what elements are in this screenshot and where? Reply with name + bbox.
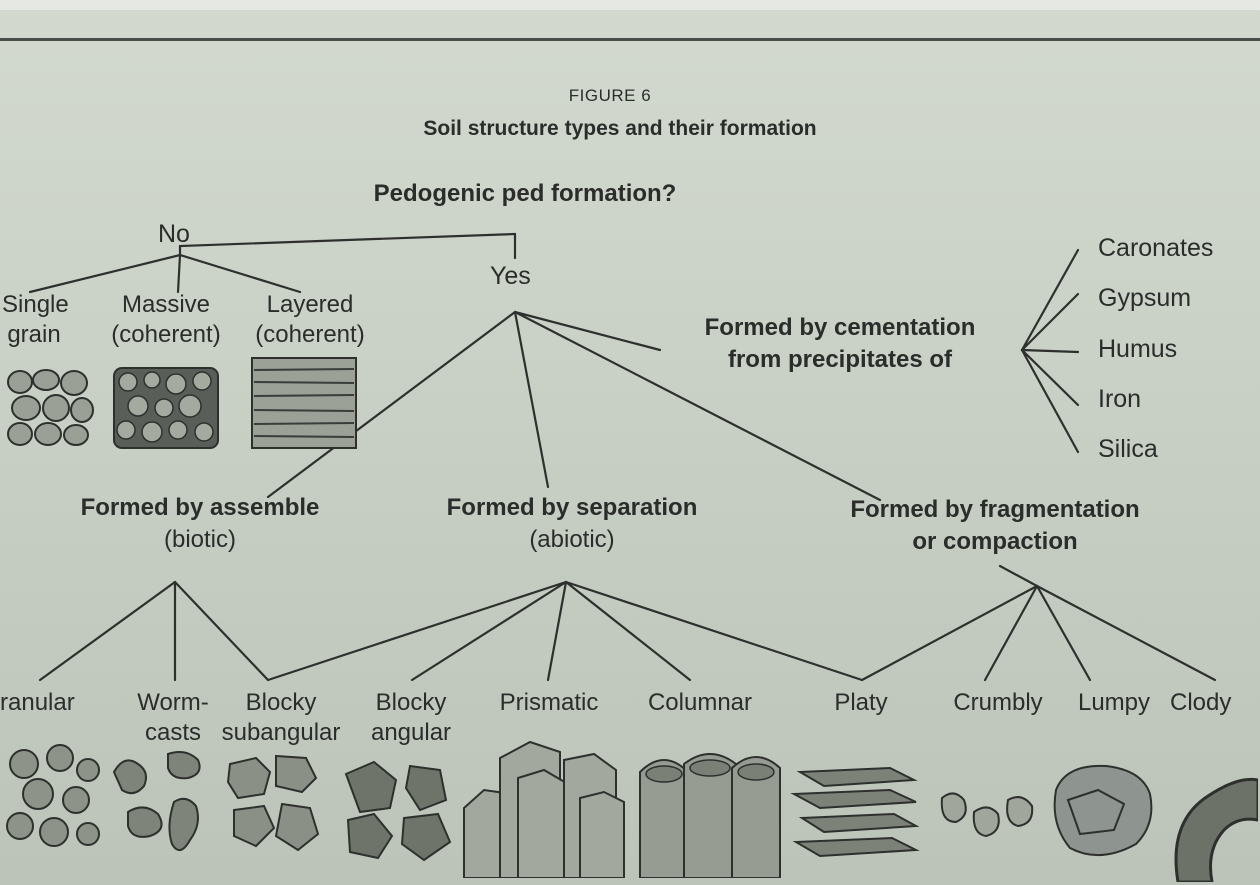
process-line1: Formed by fragmentation xyxy=(850,496,1140,523)
no-to-single-line xyxy=(28,253,182,294)
type-label-line2: (coherent) xyxy=(111,321,221,348)
process-line2: (abiotic) xyxy=(529,526,615,553)
page-top-edge xyxy=(0,0,1260,10)
structure-label-line1: Prismatic xyxy=(499,689,599,716)
fan-gypsum-line xyxy=(1020,292,1080,352)
separation-to-blockyang-line xyxy=(410,580,568,682)
mineral-caronates: Caronates xyxy=(1098,234,1214,262)
process-line2: or compaction xyxy=(912,528,1078,555)
fan-iron-line xyxy=(1020,348,1080,407)
crumbly-illustration xyxy=(940,792,1034,838)
cementation-line1: Formed by cementation xyxy=(704,314,976,341)
fan-silica-line xyxy=(1020,348,1080,454)
fan-caronates-line xyxy=(1020,248,1080,352)
separation-to-blockysub-line xyxy=(266,580,568,682)
no-to-massive-line xyxy=(176,253,182,294)
structure-label-line1: Blocky xyxy=(245,689,317,716)
separation-to-prismatic-line xyxy=(546,580,568,682)
structure-label-line1: Blocky xyxy=(375,689,447,716)
wormcasts-illustration xyxy=(112,751,201,851)
structure-platy: Platy xyxy=(816,688,906,718)
process-line1: Formed by assemble xyxy=(80,494,320,521)
mineral-silica: Silica xyxy=(1098,435,1158,463)
assemble-to-granular-line xyxy=(38,580,177,682)
structure-blocky-subangular: Blocky subangular xyxy=(206,688,356,748)
granular-illustration xyxy=(6,744,100,847)
mineral-gypsum: Gypsum xyxy=(1098,284,1192,312)
assemble-to-blockysub-line xyxy=(173,580,270,682)
structure-label-line1: Clody xyxy=(1170,689,1232,716)
no-branch-label: No xyxy=(158,220,190,248)
cementation-line2: from precipitates of xyxy=(727,346,953,373)
structure-label-line2: casts xyxy=(144,719,201,746)
yes-to-cementation-line xyxy=(513,310,662,352)
type-massive: Massive (coherent) xyxy=(96,290,236,350)
yes-branch-label: Yes xyxy=(490,262,531,290)
header-rule xyxy=(0,38,1260,41)
yes-to-fragmentation-line xyxy=(513,310,882,502)
structure-label-line1: Lumpy xyxy=(1077,689,1151,716)
yes-to-assemble-line xyxy=(266,310,517,499)
fragmentation-stem-line xyxy=(998,564,1039,588)
mineral-iron: Iron xyxy=(1098,385,1142,413)
structure-label-line1: Platy xyxy=(834,689,888,716)
type-layered: Layered (coherent) xyxy=(240,290,380,350)
figure-title: Soil structure types and their formation xyxy=(423,117,817,140)
blocky-subangular-illustration xyxy=(226,754,320,852)
type-label-line2: grain xyxy=(7,321,61,348)
process-fragmentation: Formed by fragmentation or compaction xyxy=(790,494,1200,558)
structure-lumpy: Lumpy xyxy=(1064,688,1164,718)
platy-illustration xyxy=(790,766,920,858)
root-to-no-line xyxy=(178,232,517,257)
figure-number: FIGURE 6 xyxy=(568,86,652,105)
process-line1: Formed by separation xyxy=(446,494,698,521)
columnar-illustration xyxy=(639,753,781,878)
structure-clody: Clody xyxy=(1170,688,1260,718)
fragmentation-to-lumpy-line xyxy=(1035,584,1092,682)
separation-to-platy-line xyxy=(564,580,864,682)
fan-humus-line xyxy=(1020,348,1080,354)
process-assemble: Formed by assemble (biotic) xyxy=(30,492,370,556)
structure-label-line1: Columnar xyxy=(647,689,753,716)
type-label-line1: Massive xyxy=(121,291,211,318)
structure-crumbly: Crumbly xyxy=(938,688,1058,718)
structure-label-line2: angular xyxy=(370,719,452,746)
cementation-label: Formed by cementation from precipitates … xyxy=(640,312,1040,376)
fragmentation-to-platy-line xyxy=(860,584,1039,682)
prismatic-illustration xyxy=(463,740,625,878)
structure-wormcasts: Worm- casts xyxy=(118,688,228,748)
fragmentation-to-crumbly-line xyxy=(983,584,1039,682)
structure-columnar: Columnar xyxy=(630,688,770,718)
type-label-line1: Layered xyxy=(266,291,354,318)
lumpy-illustration xyxy=(1053,764,1153,857)
separation-to-columnar-line xyxy=(564,580,692,682)
blocky-angular-illustration xyxy=(344,760,452,862)
massive-illustration xyxy=(113,367,219,449)
structure-prismatic: Prismatic xyxy=(484,688,614,718)
layered-illustration xyxy=(251,357,357,449)
process-separation: Formed by separation (abiotic) xyxy=(396,492,748,556)
clody-illustration xyxy=(1174,777,1258,882)
type-label-line2: (coherent) xyxy=(255,321,365,348)
no-to-layered-line xyxy=(178,253,302,294)
root-question: Pedogenic ped formation? xyxy=(373,180,677,207)
structure-label-line1: Worm- xyxy=(137,689,209,716)
structure-label-line2: subangular xyxy=(221,719,341,746)
structure-label-line1: Crumbly xyxy=(953,689,1043,716)
structure-blocky-angular: Blocky angular xyxy=(356,688,466,748)
structure-label-line1: ranular xyxy=(0,689,75,716)
mineral-humus: Humus xyxy=(1098,335,1178,363)
structure-granular: ranular xyxy=(0,688,78,718)
fragmentation-to-clody-line xyxy=(1035,584,1217,682)
yes-to-separation-line xyxy=(513,310,550,489)
process-line2: (biotic) xyxy=(163,526,236,553)
type-label-line1: Single xyxy=(2,291,69,318)
single-grain-illustration xyxy=(7,369,94,446)
type-single-grain: Single grain xyxy=(2,290,69,350)
